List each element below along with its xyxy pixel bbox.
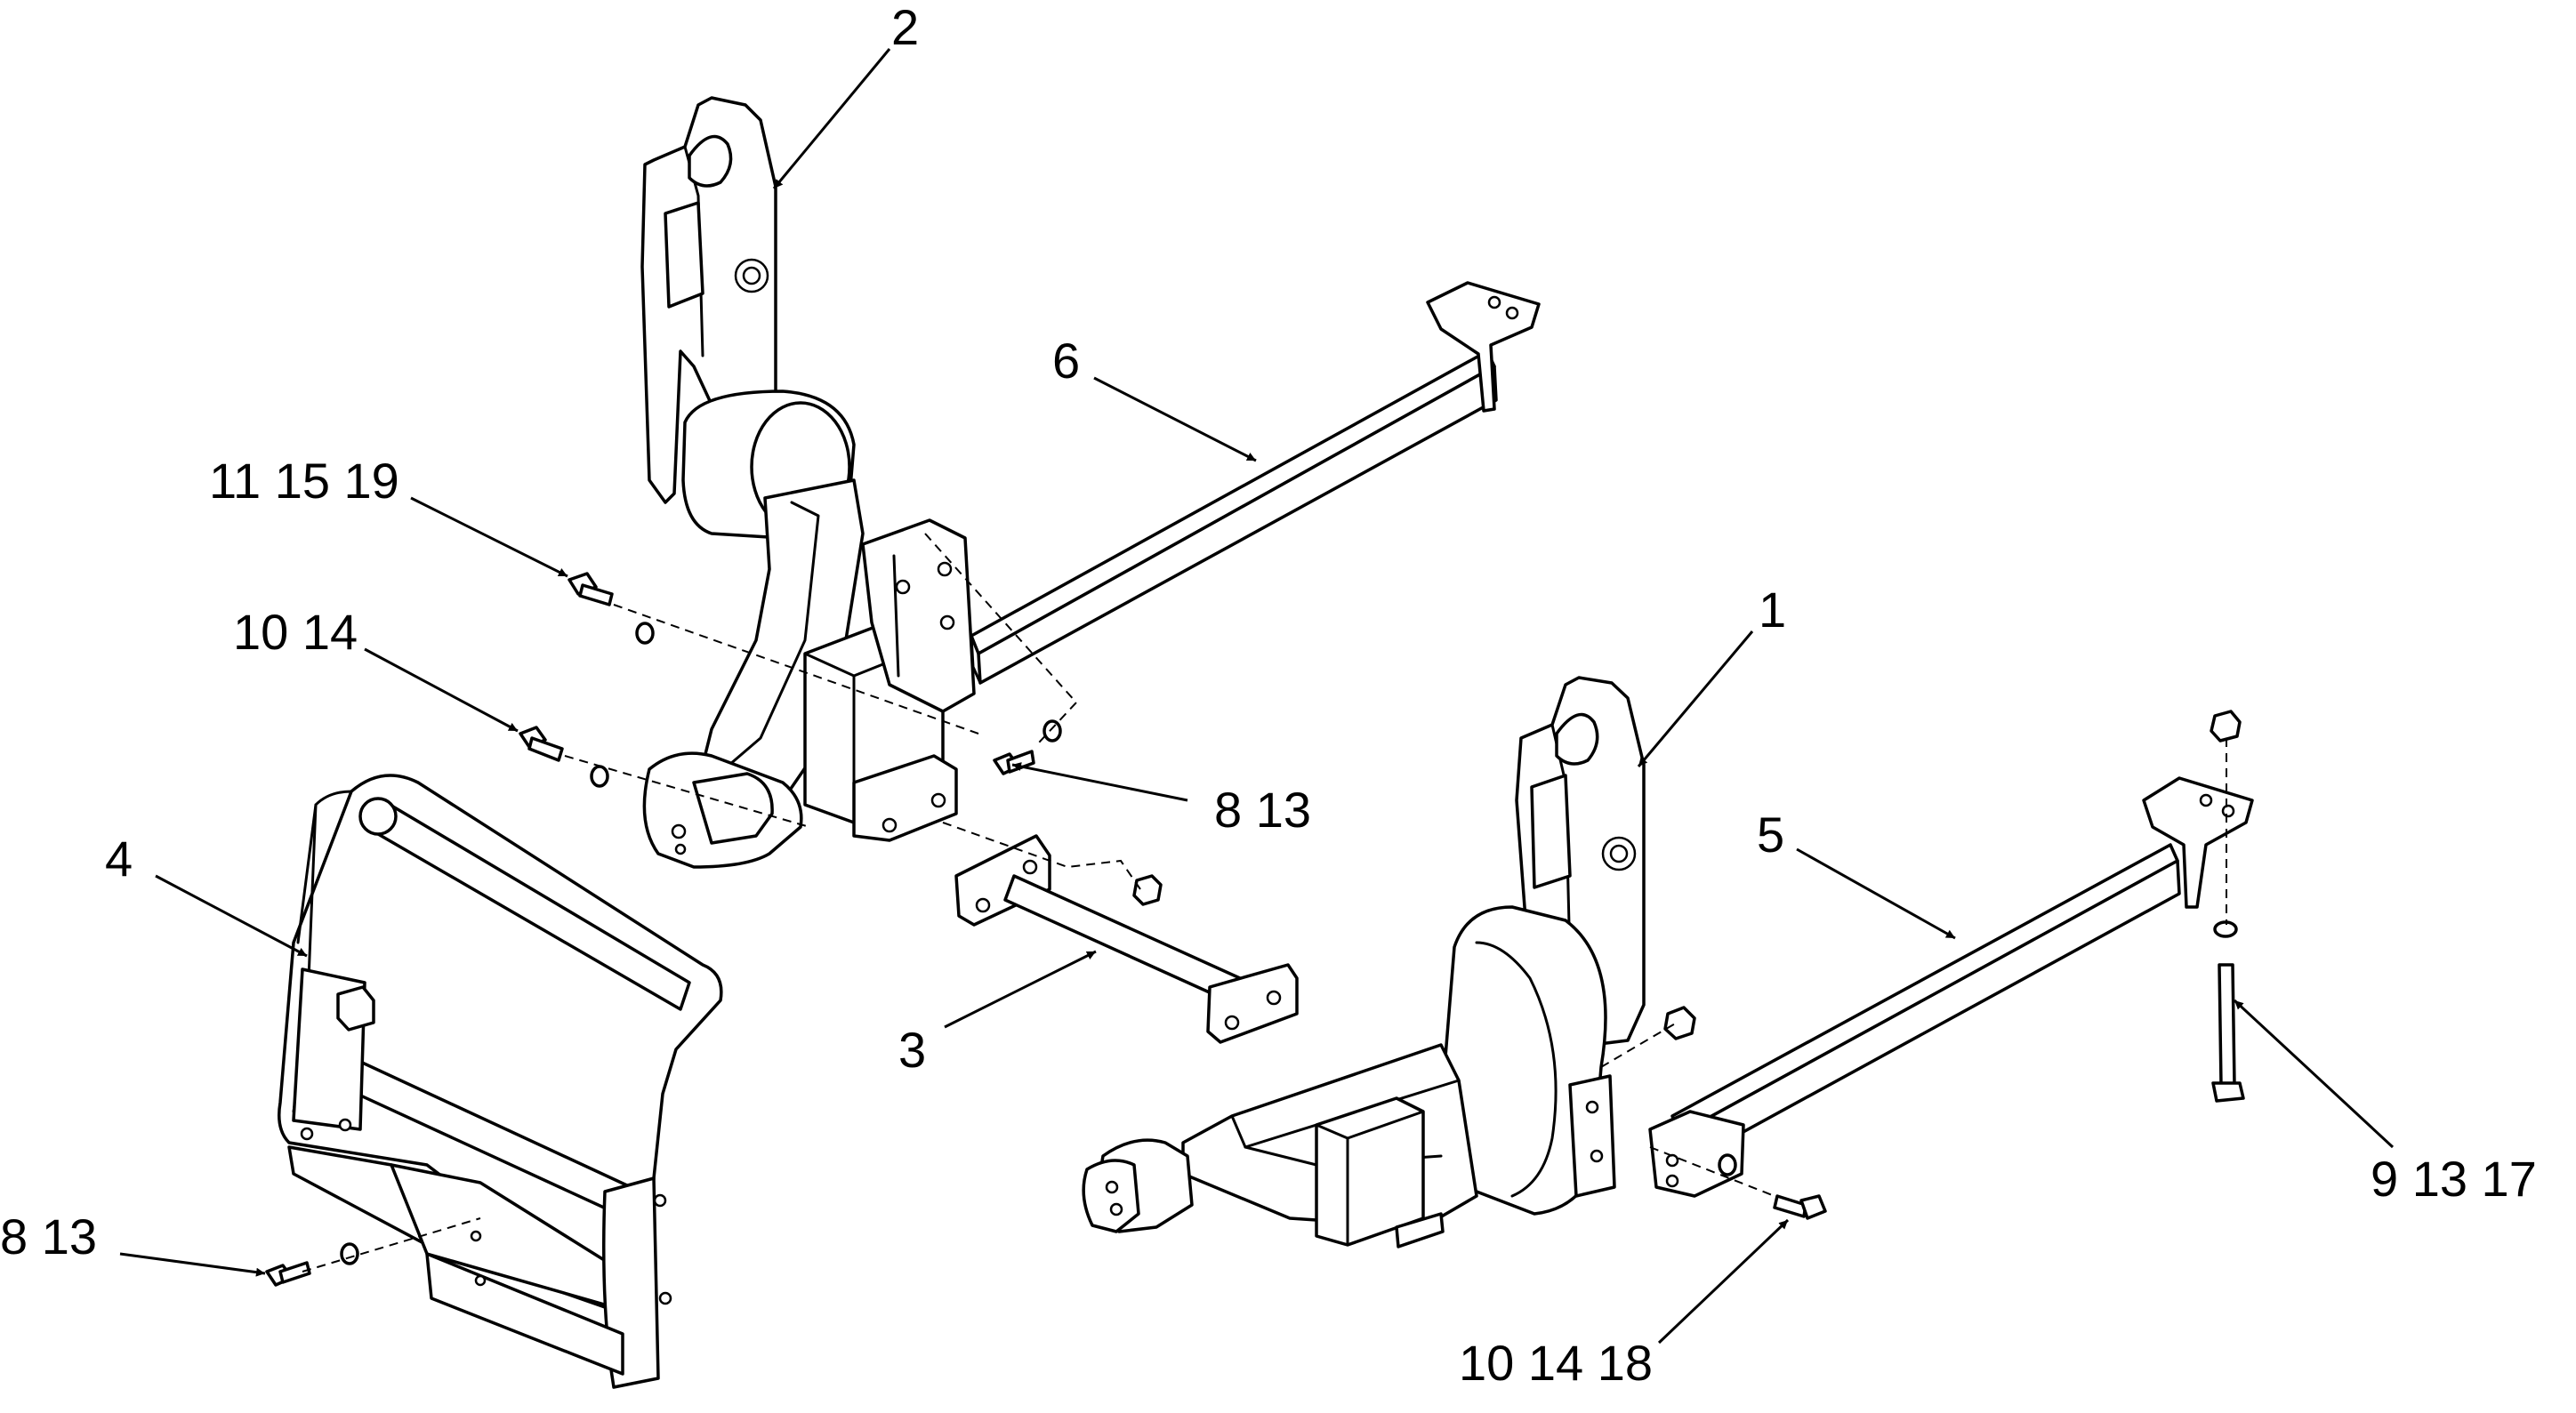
part-6-cross-tube: [970, 281, 1541, 685]
callout-1: 1: [1759, 582, 1786, 638]
part-3-cross-pin: [954, 834, 1299, 1044]
leader-8-13-mid: [1011, 762, 1188, 802]
part-1-right-upright: [1082, 676, 1646, 1248]
leader-3: [944, 950, 1097, 1029]
leader-lines: [119, 48, 2395, 1345]
leader-10-14: [364, 647, 519, 733]
callout-4: 4: [105, 831, 133, 887]
callout-2: 2: [891, 0, 919, 55]
bolt-10-14: [519, 726, 609, 788]
callout-11-15-19: 11 15 19: [209, 453, 399, 509]
bolt-10-14-18: [1718, 1153, 1827, 1220]
callout-9-13-17: 9 13 17: [2371, 1151, 2537, 1207]
leader-8-13-left: [119, 1252, 266, 1277]
callout-10-14: 10 14: [233, 604, 358, 660]
hardware: [265, 572, 2245, 1287]
leader-10-14-18: [1657, 1218, 1790, 1345]
callout-8-13-left: 8 13: [0, 1208, 97, 1264]
bolt-8-13-left: [265, 1242, 359, 1287]
leader-6: [1093, 376, 1257, 462]
leader-5: [1796, 847, 1956, 940]
nut-part-1: [1663, 1006, 1696, 1040]
callout-6: 6: [1052, 333, 1080, 389]
callout-5: 5: [1757, 807, 1784, 863]
callout-3: 3: [898, 1022, 926, 1078]
part-5-cross-tube: [1648, 776, 2254, 1198]
callout-8-13-mid: 8 13: [1214, 782, 1311, 838]
bolt-11-15-19: [568, 572, 655, 645]
part-2-left-upright: [640, 96, 976, 869]
dashed-centerlines: [302, 533, 2227, 1273]
pin-9-13-17: [2210, 710, 2245, 1103]
leader-9-13-17: [2233, 999, 2395, 1149]
callout-10-14-18: 10 14 18: [1459, 1335, 1653, 1391]
part-4-guard-frame: [278, 774, 723, 1389]
leader-11-15-19: [410, 496, 568, 578]
nut-part-3: [1132, 874, 1163, 906]
callout-labels: 2 6 11 15 19 10 14 8 13 1 5 4 3 9 13 17 …: [0, 0, 2537, 1391]
leader-1: [1637, 630, 1754, 767]
leader-4: [155, 874, 308, 958]
leader-2: [772, 48, 891, 189]
